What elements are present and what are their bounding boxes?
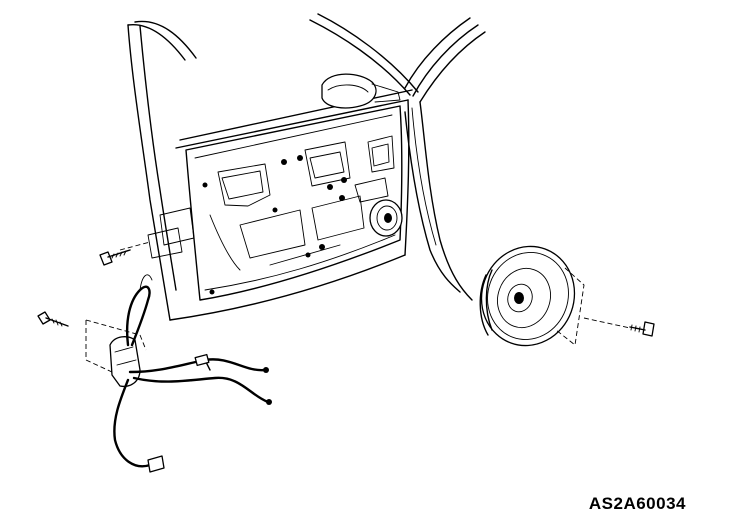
- side-mirror: [321, 73, 401, 109]
- clip: [339, 195, 345, 201]
- door-latch-bracket: [119, 207, 195, 259]
- inner-door-speaker: [369, 199, 403, 237]
- clip: [272, 207, 278, 213]
- wire-harness: [113, 274, 272, 473]
- mounting-bolt: [37, 311, 69, 327]
- figure-reference-code: AS2A60034: [588, 494, 686, 513]
- mounting-bolt: [99, 249, 131, 266]
- front-door-speaker: [479, 245, 631, 347]
- clip: [341, 177, 347, 183]
- clip: [305, 252, 311, 258]
- clip: [202, 182, 208, 188]
- door-frame: [127, 13, 419, 321]
- clip: [297, 155, 303, 161]
- body-pillar: [404, 17, 486, 301]
- door-inner-panel: [185, 105, 403, 301]
- mounting-bolt: [629, 321, 655, 337]
- clip: [209, 289, 215, 295]
- clip: [281, 159, 287, 165]
- door-lock-actuator: [85, 319, 147, 388]
- clip: [319, 244, 325, 250]
- clip: [327, 184, 333, 190]
